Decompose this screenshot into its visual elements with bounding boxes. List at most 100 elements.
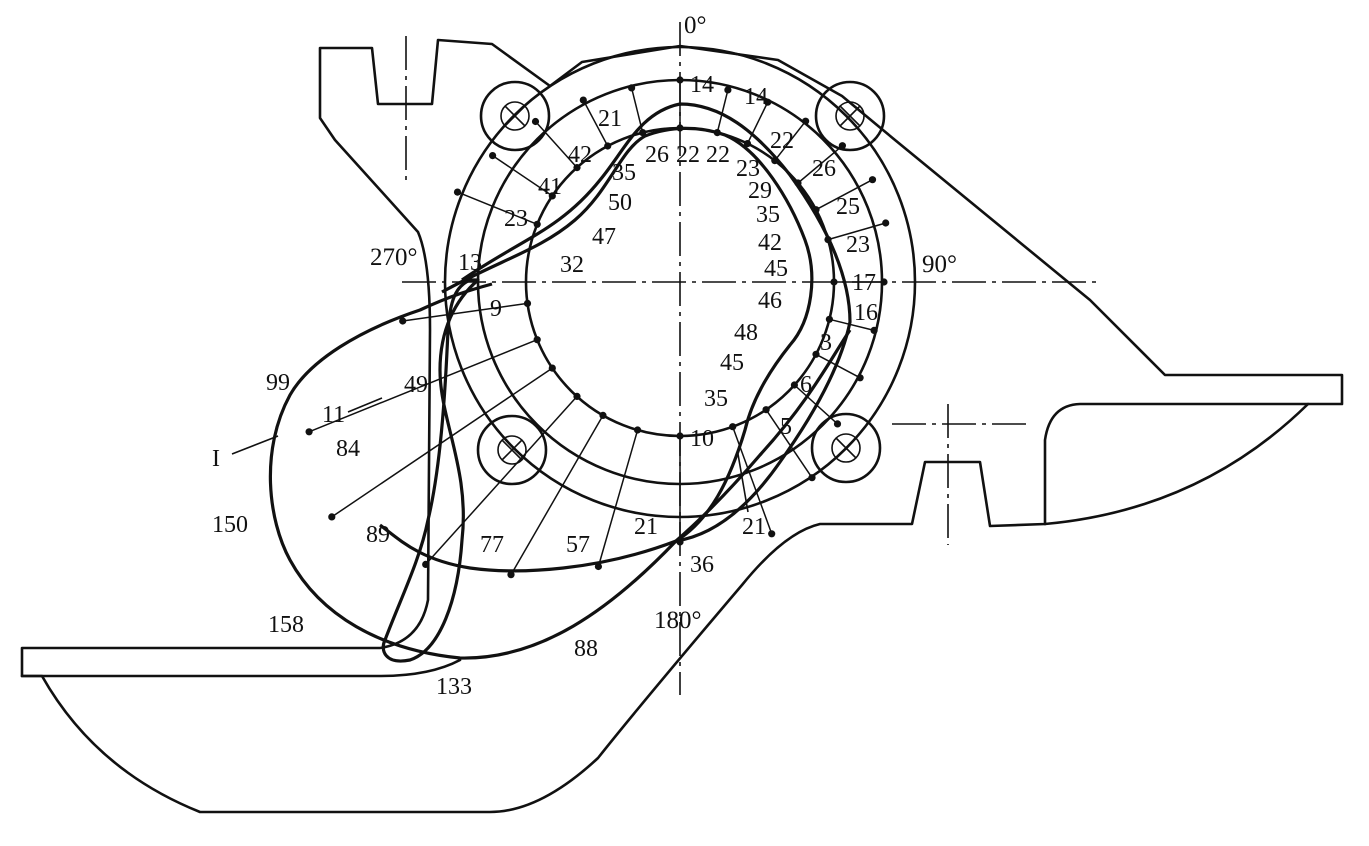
oil-channel-loop bbox=[381, 278, 480, 663]
measurement-point bbox=[882, 219, 890, 227]
measurement-point bbox=[305, 428, 313, 436]
value-label: 50 bbox=[608, 190, 632, 216]
measurement-point bbox=[790, 381, 799, 389]
pressure-ray bbox=[815, 353, 861, 379]
value-label: 84 bbox=[336, 436, 360, 462]
measurement-point bbox=[453, 188, 462, 196]
pan-inner-line bbox=[20, 658, 462, 678]
value-label: 21 bbox=[634, 514, 658, 540]
value-label: 10 bbox=[690, 426, 714, 452]
value-label: 5 bbox=[780, 414, 792, 440]
value-label: 3 bbox=[820, 330, 832, 356]
measurement-point bbox=[868, 176, 877, 184]
pressure-ray bbox=[797, 145, 843, 184]
bolt-lug-top-right bbox=[814, 80, 886, 152]
pressure-ray bbox=[829, 318, 875, 332]
value-label: 47 bbox=[592, 224, 616, 250]
value-label: 13 bbox=[458, 250, 482, 276]
pressure-ray bbox=[746, 101, 769, 144]
value-label: 77 bbox=[480, 532, 504, 558]
pressure-ray bbox=[402, 302, 528, 322]
pressure-ray bbox=[331, 367, 553, 518]
value-label: 35 bbox=[704, 386, 728, 412]
measurement-point bbox=[768, 530, 776, 538]
value-label: I bbox=[212, 446, 220, 472]
value-label: 11 bbox=[322, 402, 345, 428]
value-label: 26 bbox=[645, 142, 669, 168]
bolt-lug-bottom-right bbox=[810, 412, 882, 484]
leader-line bbox=[737, 453, 749, 513]
value-label: 16 bbox=[854, 300, 878, 326]
value-label: 9 bbox=[490, 296, 502, 322]
pressure-rays bbox=[308, 80, 886, 576]
pressure-ray bbox=[492, 154, 553, 197]
measurement-point bbox=[533, 220, 541, 228]
value-label: 23 bbox=[736, 156, 760, 182]
pressure-ray bbox=[425, 395, 578, 565]
measurement-point bbox=[634, 426, 642, 434]
measurement-point bbox=[812, 350, 820, 358]
value-label: 23 bbox=[846, 232, 870, 258]
pressure-ray bbox=[597, 429, 639, 567]
value-label: 23 bbox=[504, 206, 528, 232]
bolt-lug-top-left bbox=[479, 80, 551, 152]
measurement-point bbox=[764, 98, 772, 106]
value-label: 35 bbox=[612, 160, 636, 186]
value-label: 89 bbox=[366, 522, 390, 548]
value-label: 45 bbox=[764, 256, 788, 282]
value-label: 57 bbox=[566, 532, 590, 558]
pressure-ray bbox=[765, 409, 813, 479]
leader-line bbox=[231, 435, 279, 455]
right-pan-rim bbox=[1043, 402, 1310, 526]
pressure-ray bbox=[815, 179, 873, 211]
measurement-point bbox=[856, 374, 864, 382]
measurement-point bbox=[507, 571, 515, 579]
measurement-point bbox=[523, 299, 532, 307]
inner-pressure-curve bbox=[441, 126, 814, 543]
measurement-point bbox=[880, 278, 888, 286]
value-label: 22 bbox=[770, 128, 794, 154]
value-label: 21 bbox=[598, 106, 622, 132]
pressure-ray bbox=[457, 191, 538, 225]
measurement-point bbox=[724, 86, 732, 94]
value-label: 29 bbox=[748, 178, 772, 204]
measurement-point bbox=[676, 432, 684, 440]
angle-0: 0° bbox=[684, 12, 707, 39]
value-label: 158 bbox=[268, 612, 304, 638]
measurement-point bbox=[825, 315, 834, 323]
measurement-point bbox=[762, 406, 770, 414]
measurement-points bbox=[305, 76, 890, 579]
pressure-ray bbox=[827, 222, 886, 241]
measurement-point bbox=[639, 129, 647, 137]
pressure-ray bbox=[716, 89, 729, 133]
measurement-point bbox=[838, 142, 847, 150]
housing-outline bbox=[20, 38, 1344, 814]
value-label: 133 bbox=[436, 674, 472, 700]
value-label: 14 bbox=[744, 84, 768, 110]
value-label: 26 bbox=[812, 156, 836, 182]
pressure-ray bbox=[534, 120, 578, 169]
pressure-ray bbox=[308, 339, 538, 433]
value-label: 21 bbox=[742, 514, 766, 540]
measurement-point bbox=[573, 164, 581, 172]
upper-pressure-curve bbox=[379, 102, 852, 573]
measurement-point bbox=[548, 192, 556, 200]
measurement-point bbox=[579, 96, 587, 104]
pressure-ray bbox=[774, 120, 807, 162]
value-label: 6 bbox=[800, 372, 812, 398]
measurement-point bbox=[870, 326, 878, 334]
measurement-point bbox=[830, 278, 838, 286]
value-label: 49 bbox=[404, 372, 428, 398]
measurement-point bbox=[628, 84, 636, 92]
angle-180: 180° bbox=[654, 607, 702, 634]
bolt-lug-bottom-left bbox=[476, 414, 548, 486]
value-label: 14 bbox=[690, 72, 714, 98]
measurement-point bbox=[573, 392, 581, 400]
value-label: 22 bbox=[676, 142, 700, 168]
lower-lobe-curve bbox=[268, 282, 852, 660]
value-label: 46 bbox=[758, 288, 782, 314]
value-label: 42 bbox=[568, 142, 592, 168]
value-label: 22 bbox=[706, 142, 730, 168]
